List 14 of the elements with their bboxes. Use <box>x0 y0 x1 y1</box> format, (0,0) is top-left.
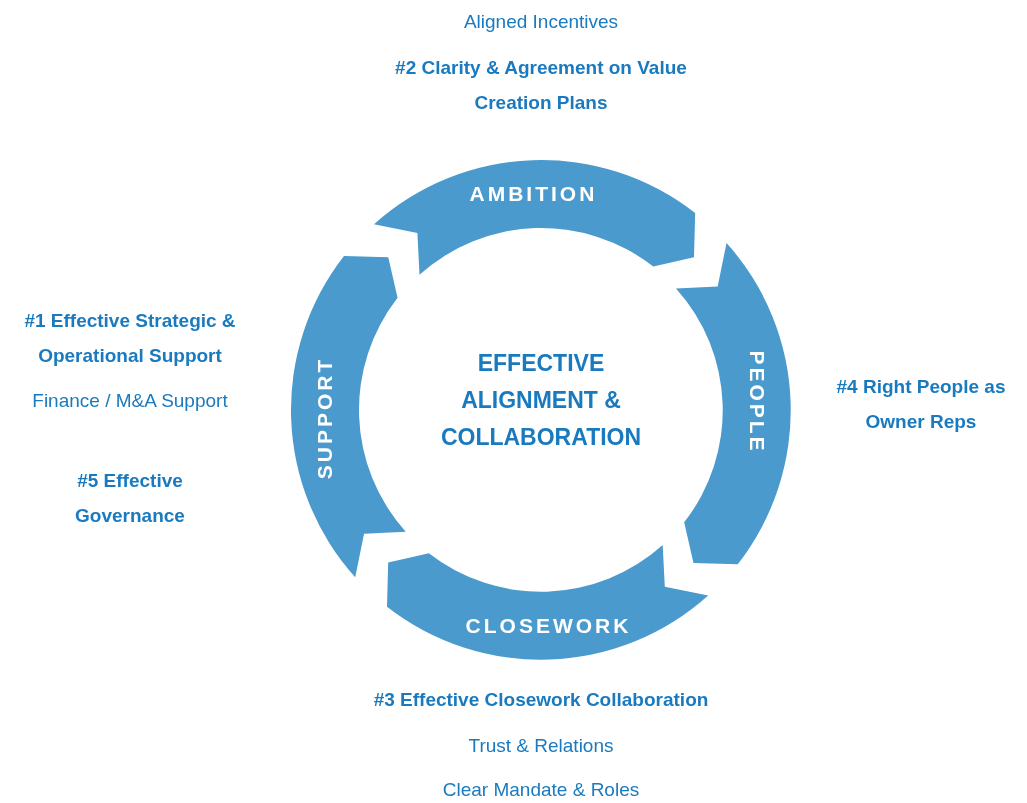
factor-note: Finance / M&A Support <box>31 389 229 413</box>
factor-note: Trust & Relations <box>467 734 615 758</box>
factor-note: Aligned Incentives <box>462 10 620 34</box>
segment-label: PEOPLE <box>744 350 769 455</box>
factor-heading: #5 Effective Governance <box>74 469 186 528</box>
segment-label: AMBITION <box>469 182 598 207</box>
factor-heading: #1 Effective Strategic & Operational Support <box>23 309 237 368</box>
factor-heading: #4 Right People as Owner Reps <box>835 375 1007 434</box>
factor-note: Clear Mandate & Roles <box>441 778 641 802</box>
factor-heading: #2 Clarity & Agreement on Value Creation Plans <box>394 56 688 115</box>
factor-heading: #3 Effective Closework Collaboration <box>372 688 710 712</box>
center-title: EFFECTIVE ALIGNMENT & COLLABORATION <box>439 348 643 452</box>
segment-label: CLOSEWORK <box>465 613 632 638</box>
segment-label: SUPPORT <box>313 356 338 479</box>
